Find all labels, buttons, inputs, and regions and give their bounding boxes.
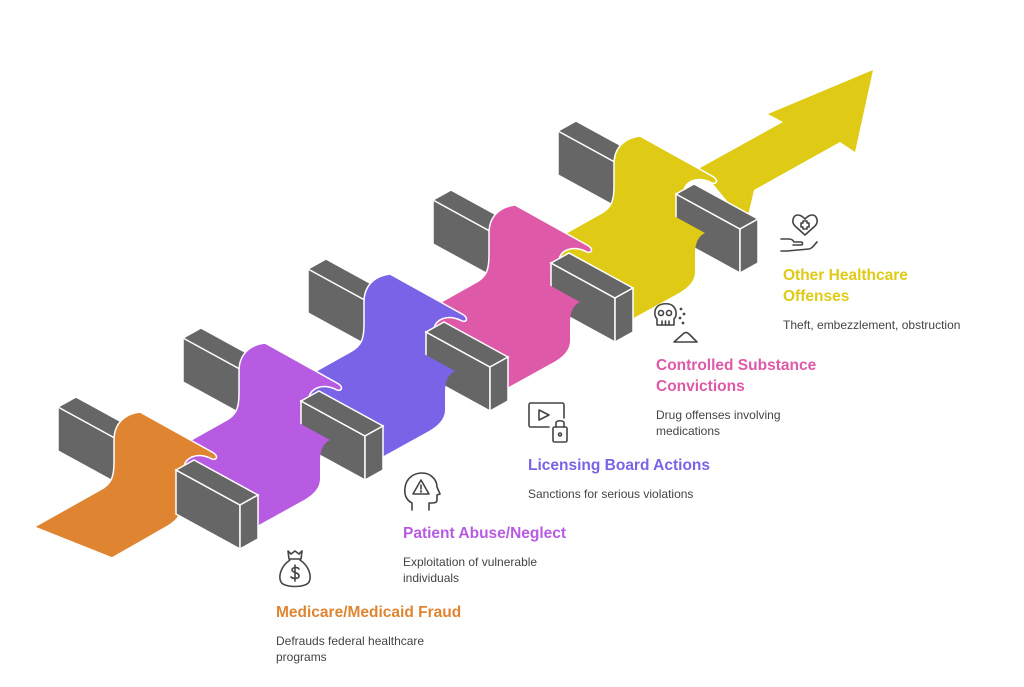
ribbon-connector: [575, 199, 705, 325]
front-block-end: [239, 493, 259, 551]
step-label-medicare: Medicare/Medicaid Fraud Defrauds federal…: [276, 602, 476, 665]
front-block-end: [489, 355, 509, 413]
step-medicare: [32, 396, 330, 559]
ribbon-connector: [325, 337, 455, 463]
step-label-other: Other Healthcare Offenses Theft, embezzl…: [783, 265, 1003, 333]
step-description: Defrauds federal healthcare programs: [276, 634, 425, 664]
step-title: Licensing Board Actions: [528, 457, 711, 474]
step-title: Medicare/Medicaid Fraud: [276, 604, 462, 621]
step-description: Theft, embezzlement, obstruction: [783, 318, 961, 332]
step-label-licensing: Licensing Board Actions Sanctions for se…: [528, 455, 748, 502]
step-label-controlled: Controlled Substance Convictions Drug of…: [656, 355, 846, 439]
step-description: Exploitation of vulnerable individuals: [403, 555, 538, 585]
front-block-end: [739, 217, 759, 275]
front-block-end: [364, 424, 384, 482]
step-title: Patient Abuse/Neglect: [403, 525, 567, 542]
screen-lock-icon: [527, 401, 571, 445]
hand-heart-icon: [779, 209, 825, 255]
step-title: Controlled Substance Convictions: [656, 357, 817, 395]
ribbon-connector: [200, 406, 330, 532]
step-label-abuse: Patient Abuse/Neglect Exploitation of vu…: [403, 523, 603, 586]
front-block-end: [614, 286, 634, 344]
money-bag-icon: [276, 548, 314, 590]
step-title: Other Healthcare Offenses: [783, 267, 908, 305]
arrow-head: [700, 70, 873, 224]
ribbon-connector: [450, 268, 580, 394]
step-description: Drug offenses involving medications: [656, 408, 781, 438]
step-description: Sanctions for serious violations: [528, 487, 694, 501]
skull-powder-icon: [652, 301, 698, 345]
ribbon-layer: [32, 70, 873, 559]
head-warning-icon: [402, 470, 442, 514]
